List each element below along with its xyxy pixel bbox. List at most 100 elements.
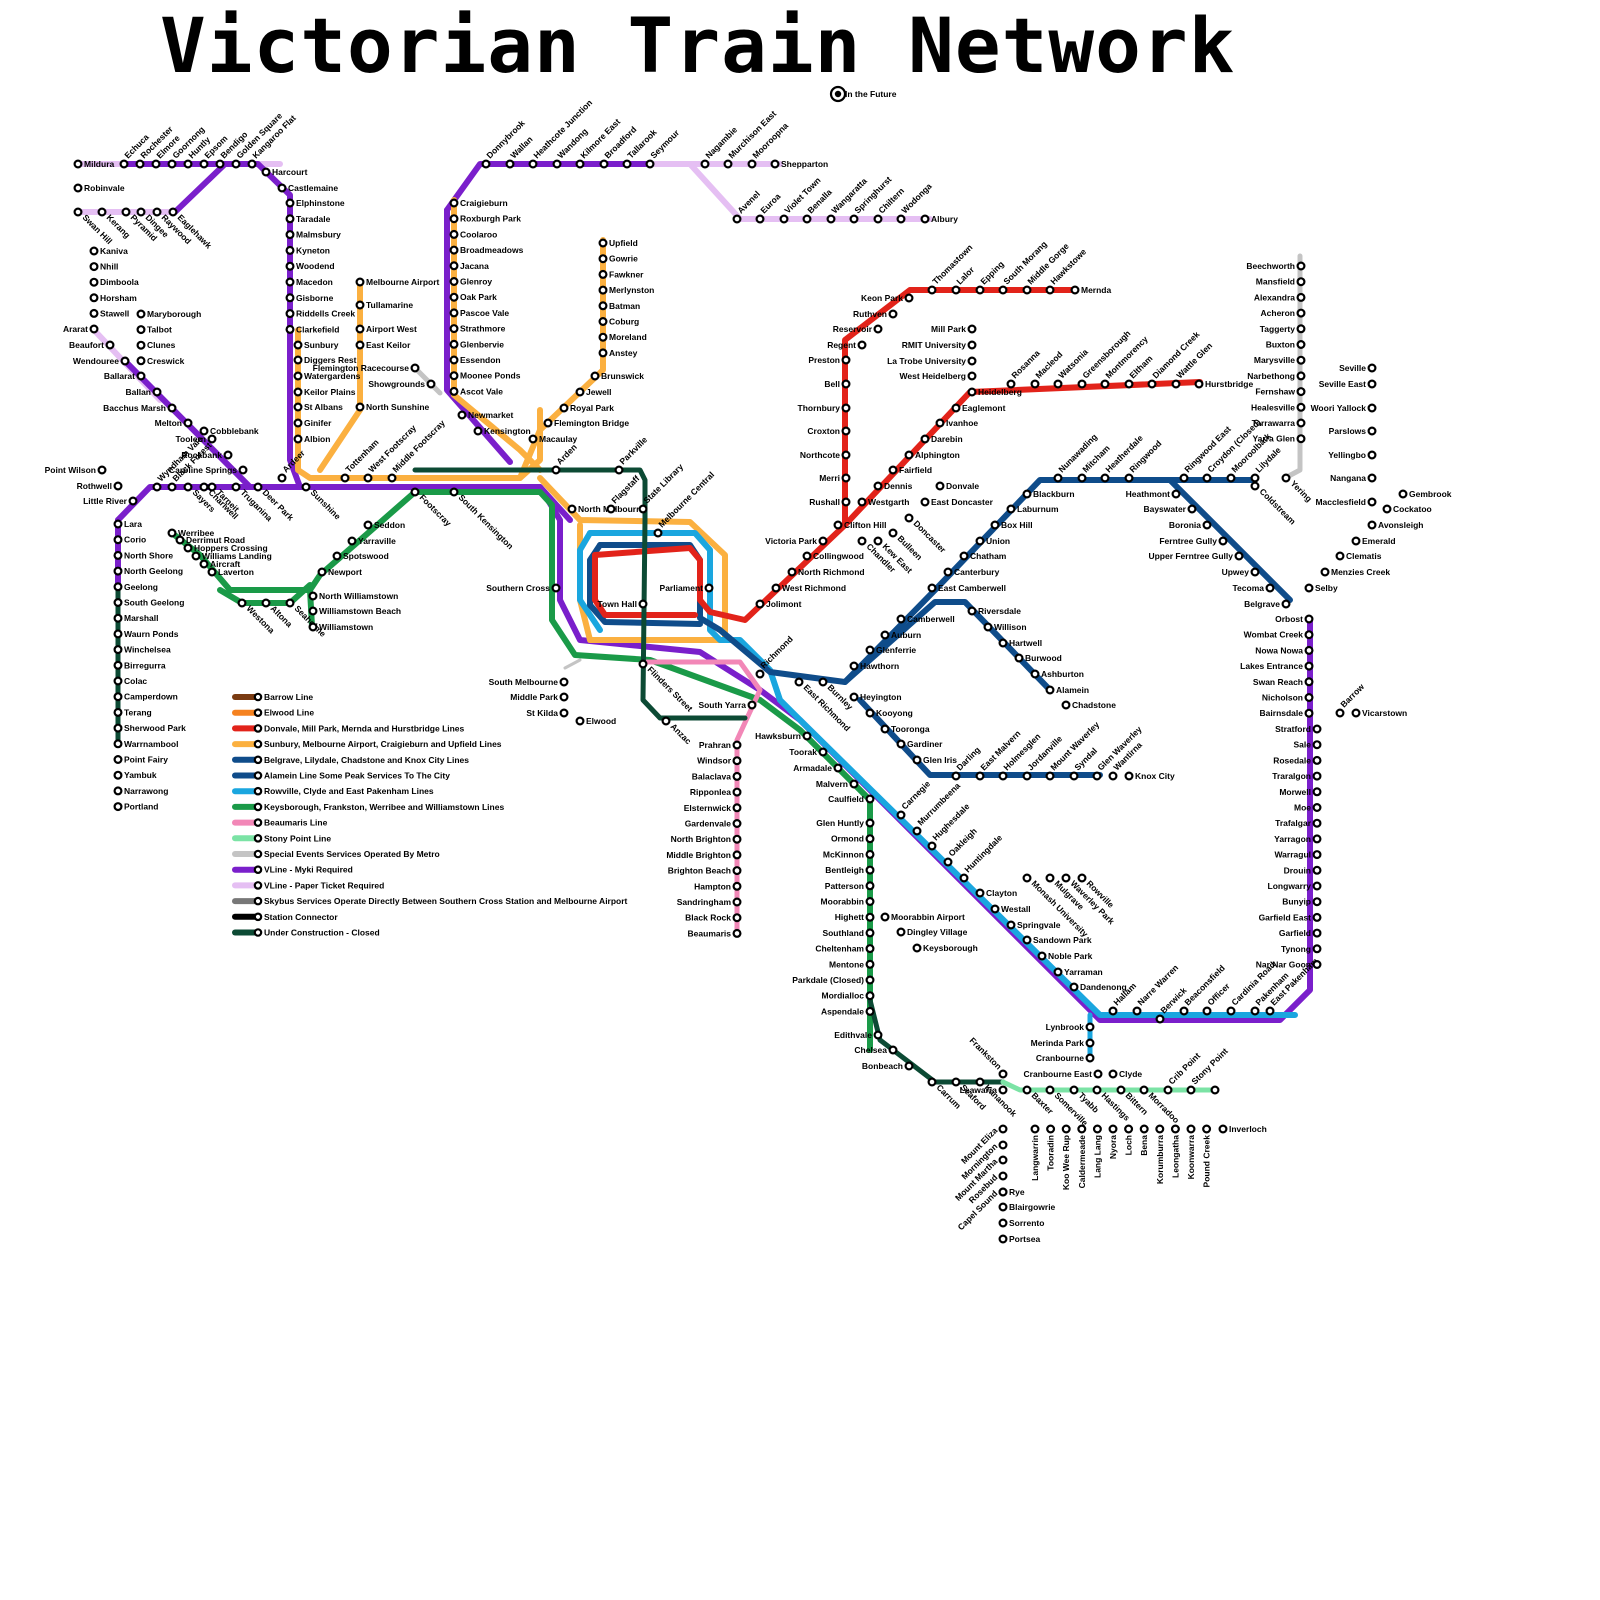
station-la-trobe-university[interactable]: La Trobe University [887,356,977,366]
station-morwell[interactable]: Morwell [1279,787,1322,797]
station-glen-iris[interactable]: Glen Iris [912,755,958,765]
station-leongatha[interactable]: Leongatha [1170,1124,1180,1178]
station-toorak[interactable]: Toorak [789,747,828,757]
station-acheron[interactable]: Acheron [1261,308,1306,318]
station-beaumaris[interactable]: Beaumaris [688,928,742,938]
station-garfield-east[interactable]: Garfield East [1259,912,1322,922]
station-jacana[interactable]: Jacana [449,261,490,271]
station-alexandra[interactable]: Alexandra [1254,292,1306,302]
station-airport-west[interactable]: Airport West [355,324,417,334]
station-cranbourne[interactable]: Cranbourne [1036,1053,1095,1063]
station-mansfield[interactable]: Mansfield [1256,277,1306,287]
station-albion[interactable]: Albion [293,434,331,444]
station-inverloch[interactable]: Inverloch [1218,1124,1267,1134]
station-gardenvale[interactable]: Gardenvale [685,819,742,829]
station-korumburra[interactable]: Korumburra [1155,1124,1165,1185]
station-bell[interactable]: Bell [824,379,851,389]
station-marysville[interactable]: Marysville [1254,355,1306,365]
station-creswick[interactable]: Creswick [136,356,185,366]
station-broadmeadows[interactable]: Broadmeadows [449,245,524,255]
station-warragul[interactable]: Warragul [1274,850,1322,860]
station-bentleigh[interactable]: Bentleigh [825,865,875,875]
station-parslows[interactable]: Parslows [1329,426,1377,436]
station-portland[interactable]: Portland [113,802,159,812]
station-frankston[interactable]: Frankston [968,1035,1008,1079]
station-collingwood[interactable]: Collingwood [802,551,864,561]
station-east-keilor[interactable]: East Keilor [355,340,411,350]
station-boronia[interactable]: Boronia [1169,520,1212,530]
station-moe[interactable]: Moe [1294,803,1322,813]
station-seville-east[interactable]: Seville East [1319,379,1377,389]
station-tynong[interactable]: Tynong [1281,944,1322,954]
station-camperdown[interactable]: Camperdown [113,692,178,702]
station-beechworth[interactable]: Beechworth [1246,261,1306,271]
station-healesville[interactable]: Healesville [1251,402,1306,412]
station-fairfield[interactable]: Fairfield [888,465,932,475]
station-essendon[interactable]: Essendon [449,355,501,365]
station-canterbury[interactable]: Canterbury [943,567,1000,577]
station-north-sunshine[interactable]: North Sunshine [355,402,430,412]
station-coburg[interactable]: Coburg [598,317,640,327]
station-stratford[interactable]: Stratford [1275,724,1322,734]
station-moorabbin-airport[interactable]: Moorabbin Airport [880,912,965,922]
station-noble-park[interactable]: Noble Park [1037,951,1093,961]
station-rosedale[interactable]: Rosedale [1273,755,1322,765]
station-bunyip[interactable]: Bunyip [1282,897,1322,907]
station-marshall[interactable]: Marshall [113,613,159,623]
station-blackburn[interactable]: Blackburn [1022,489,1075,499]
station-rushall[interactable]: Rushall [809,497,851,507]
station-bonbeach[interactable]: Bonbeach [862,1061,914,1071]
station-donvale[interactable]: Donvale [935,481,980,491]
station-south-kensington[interactable]: South Kensington [449,487,516,552]
station-chatham[interactable]: Chatham [959,551,1007,561]
station-gardiner[interactable]: Gardiner [896,739,944,749]
station-aspendale[interactable]: Aspendale [821,1006,875,1016]
station-winchelsea[interactable]: Winchelsea [113,645,171,655]
station-kaniva[interactable]: Kaniva [89,246,129,256]
station-sandringham[interactable]: Sandringham [677,897,742,907]
station-rmituniversity[interactable]: RMIT University [902,340,977,350]
station-ormond[interactable]: Ormond [831,834,875,844]
station-ballarat[interactable]: Ballarat [104,371,146,381]
station-knox-city[interactable]: Knox City [1124,771,1175,781]
station-clifton-hill[interactable]: Clifton Hill [833,520,887,530]
station-albury[interactable]: Albury [920,214,959,224]
station-west-richmond[interactable]: West Richmond [771,583,846,593]
station-lara[interactable]: Lara [113,519,143,529]
station-yarraman[interactable]: Yarraman [1053,967,1103,977]
station-portsea[interactable]: Portsea [998,1234,1041,1244]
station-blairgowrie[interactable]: Blairgowrie [998,1202,1056,1212]
station-tooronga[interactable]: Tooronga [880,724,930,734]
station-corio[interactable]: Corio [113,535,147,545]
station-st-albans[interactable]: St Albans [293,402,344,412]
station-preston[interactable]: Preston [808,355,851,365]
station-bena[interactable]: Bena [1139,1124,1149,1156]
station-keon-park[interactable]: Keon Park [861,293,914,303]
station-cranbourne-east[interactable]: Cranbourne East [1024,1069,1103,1079]
station-avonsleigh[interactable]: Avonsleigh [1367,520,1424,530]
station-thornbury[interactable]: Thornbury [798,403,851,413]
station-roxburgh-park[interactable]: Roxburgh Park [449,214,522,224]
station-prahran[interactable]: Prahran [699,740,742,750]
station-clematis[interactable]: Clematis [1335,551,1382,561]
station-clayton[interactable]: Clayton [975,888,1018,898]
station-glenroy[interactable]: Glenroy [449,277,493,287]
station-south-melbourne[interactable]: South Melbourne [489,677,569,687]
station-emerald[interactable]: Emerald [1351,536,1396,546]
station-elphinstone[interactable]: Elphinstone [285,198,345,208]
station-nicholson[interactable]: Nicholson [1262,693,1314,703]
station-heathmont[interactable]: Heathmont [1126,489,1181,499]
station-north-brighton[interactable]: North Brighton [671,834,742,844]
station-town-hall[interactable]: Town Hall [597,599,648,609]
station-glen-huntly[interactable]: Glen Huntly [816,818,875,828]
station-pound-creek[interactable]: Pound Creek [1202,1124,1212,1188]
station-clunes[interactable]: Clunes [136,340,176,350]
station-langwarrin[interactable]: Langwarrin [1030,1124,1040,1181]
station-fernshaw[interactable]: Fernshaw [1255,387,1306,397]
station-little-river[interactable]: Little River [83,496,138,506]
station-armadale[interactable]: Armadale [793,763,843,773]
station-hampton[interactable]: Hampton [694,881,742,891]
station-riddells-creek[interactable]: Riddells Creek [285,309,356,319]
station-box-hill[interactable]: Box Hill [990,520,1033,530]
station-williamstown[interactable]: Williamstown [308,622,374,632]
